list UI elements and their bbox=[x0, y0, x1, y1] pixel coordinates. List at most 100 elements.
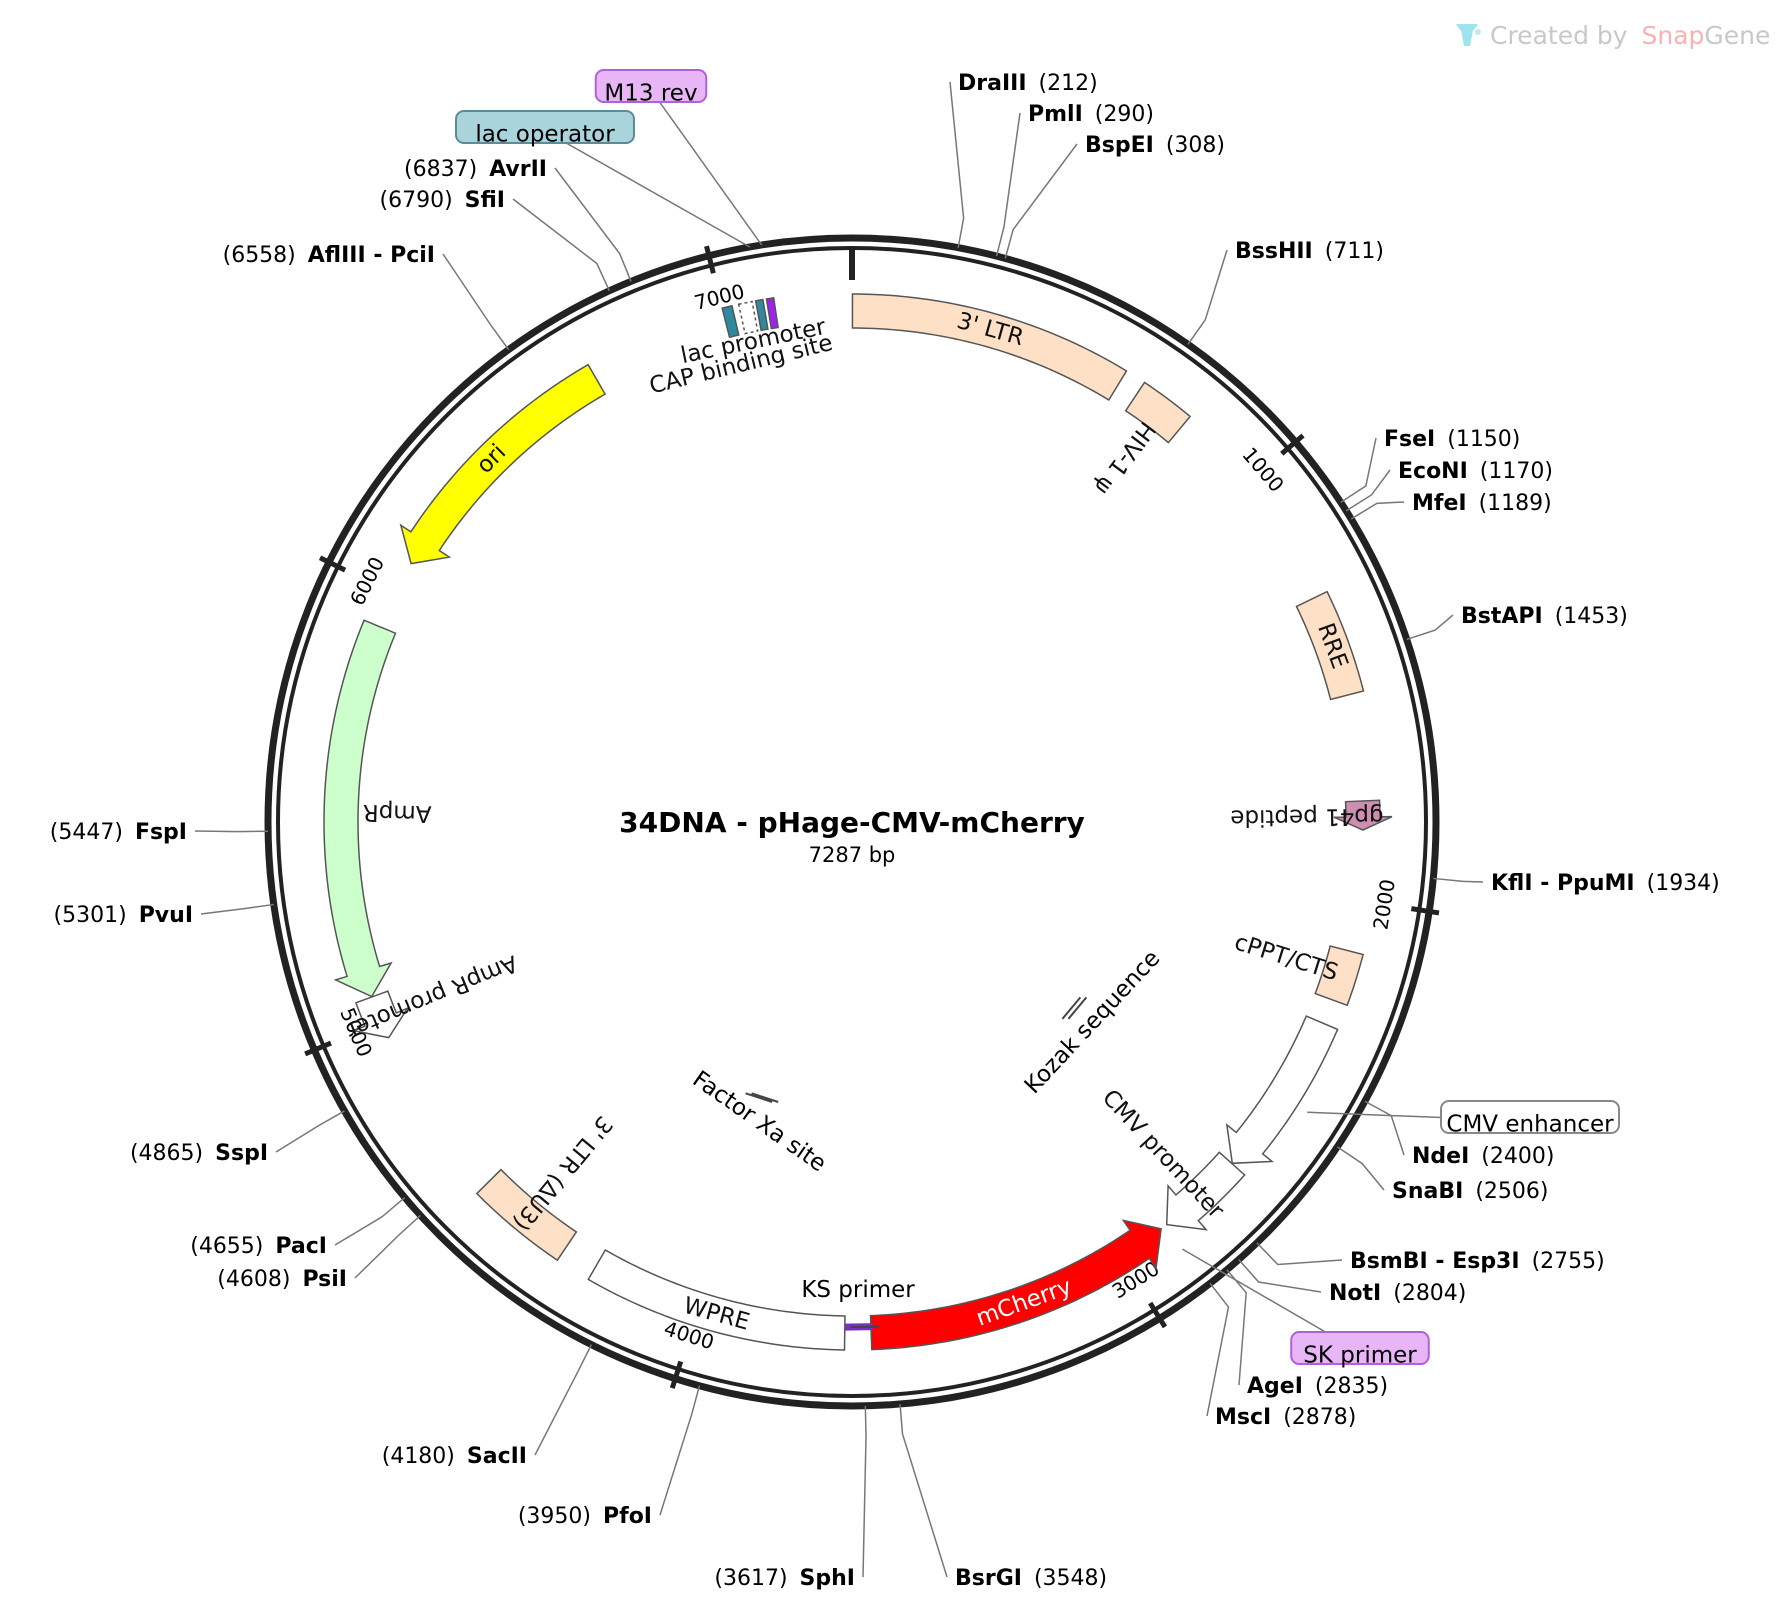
leader-bstapi bbox=[1406, 614, 1454, 641]
feature-gp41-peptide bbox=[1333, 799, 1393, 831]
leader-noti bbox=[1238, 1259, 1322, 1293]
tick-label-6000: 6000 bbox=[345, 553, 389, 609]
tick-6000 bbox=[318, 555, 347, 573]
site-name: PacI bbox=[275, 1234, 327, 1259]
site-name: BspEI bbox=[1085, 133, 1154, 158]
plasmid-length: 7287 bp bbox=[809, 843, 896, 867]
site-name: BstAPI bbox=[1461, 604, 1543, 629]
site-name: SacII bbox=[467, 1444, 527, 1469]
mark-label-ks-primer: KS primer bbox=[801, 1277, 915, 1303]
tick-3000 bbox=[1148, 1301, 1168, 1329]
leader-fsei bbox=[1340, 437, 1377, 503]
site-position: (1170) bbox=[1480, 459, 1553, 484]
site-name: SfiI bbox=[465, 188, 505, 213]
leader-sacii bbox=[534, 1344, 593, 1456]
feature-ampr bbox=[323, 619, 397, 998]
site-name: BsrGI bbox=[955, 1566, 1022, 1591]
site-position: (6837) bbox=[404, 157, 477, 182]
site-position: (2755) bbox=[1532, 1249, 1605, 1274]
box-label-lac-operator: lac operator bbox=[475, 122, 615, 148]
leader-lac-operator bbox=[544, 130, 751, 248]
leader-snabi bbox=[1336, 1146, 1385, 1191]
leader-bsrgi bbox=[899, 1403, 948, 1578]
watermark: Created by SnapGene bbox=[1456, 21, 1770, 50]
site-bsrgi: BsrGI(3548) bbox=[955, 1566, 1107, 1591]
site-snabi: SnaBI (2506) bbox=[1392, 1179, 1548, 1204]
tick-7000 bbox=[704, 245, 716, 274]
box-sk-primer bbox=[1290, 1331, 1430, 1365]
site-pmli: PmlI(290) bbox=[1028, 102, 1154, 127]
leader-bsshii bbox=[1187, 249, 1228, 345]
site-position: (1189) bbox=[1479, 491, 1552, 516]
feature-label-ampr: AmpR bbox=[362, 799, 431, 826]
site-name: NdeI bbox=[1412, 1144, 1469, 1169]
leader-pmli bbox=[995, 112, 1021, 257]
site-position: (2506) bbox=[1475, 1179, 1548, 1204]
feature-label-3-ltr-u3: 3' LTR (ΔU3) bbox=[508, 1111, 618, 1236]
feature-ori bbox=[399, 363, 607, 565]
site-bspei: BspEI (308) bbox=[1085, 133, 1225, 158]
plasmid-title: 34DNA - pHage-CMV-mCherry bbox=[619, 806, 1085, 839]
site-name: FspI bbox=[135, 820, 187, 845]
site-sfii: (6790) SfiI bbox=[380, 188, 506, 213]
restriction-site-labels: DraIII(212)PmlI(290)BspEI(308)BssHII(711… bbox=[50, 71, 1720, 1591]
site-name: MfeI bbox=[1412, 491, 1467, 516]
site-position: (3950) bbox=[518, 1504, 591, 1529]
feature-wpre bbox=[587, 1248, 846, 1351]
leader-bspei bbox=[1004, 143, 1078, 259]
site-econi: EcoNI(1170) bbox=[1398, 459, 1553, 484]
site-position: (6790) bbox=[380, 188, 453, 213]
site-position: (308) bbox=[1166, 133, 1225, 158]
site-name: AgeI bbox=[1247, 1374, 1303, 1399]
leader-mfei bbox=[1350, 501, 1405, 520]
leader-pfoi bbox=[659, 1385, 701, 1516]
feature-hiv-1 bbox=[1124, 381, 1192, 444]
feature-label-cppt-cts: cPPT/CTS bbox=[1231, 929, 1341, 986]
svg-text:Created by SnapGene: Created by SnapGene bbox=[1490, 21, 1770, 50]
site-pfoi: (3950) PfoI bbox=[518, 1504, 652, 1529]
backbone-inner-ring bbox=[276, 246, 1428, 1398]
site-name: KflI - PpuMI bbox=[1491, 871, 1635, 896]
site-position: (1453) bbox=[1555, 604, 1628, 629]
leader-bsmbi-esp3i bbox=[1256, 1242, 1343, 1266]
site-position: (212) bbox=[1039, 71, 1098, 96]
site-name: SnaBI bbox=[1392, 1179, 1463, 1204]
site-paci: (4655)PacI bbox=[190, 1234, 327, 1259]
leader-lines bbox=[194, 81, 1531, 1578]
tick-4000 bbox=[669, 1360, 684, 1389]
site-position: (2878) bbox=[1283, 1405, 1356, 1430]
site-position: (2804) bbox=[1393, 1281, 1466, 1306]
feature-mcherry bbox=[869, 1219, 1162, 1351]
leader-sfii bbox=[512, 198, 611, 292]
site-fspi: (5447)FspI bbox=[50, 820, 187, 845]
site-position: (2400) bbox=[1481, 1144, 1554, 1169]
site-agei: AgeI(2835) bbox=[1247, 1374, 1388, 1399]
feature-3-ltr-u3 bbox=[475, 1168, 578, 1262]
leader-msci bbox=[1206, 1282, 1230, 1417]
box-lac-operator bbox=[455, 110, 635, 144]
box-label-cmv-enhancer: CMV enhancer bbox=[1446, 1112, 1614, 1138]
site-position: (3617) bbox=[714, 1566, 787, 1591]
site-position: (4608) bbox=[217, 1267, 290, 1292]
tick-2000 bbox=[1410, 906, 1440, 916]
site-draiii: DraIII(212) bbox=[958, 71, 1098, 96]
site-pvui: (5301)PvuI bbox=[54, 903, 193, 928]
feature-m13-rev bbox=[765, 296, 779, 330]
box-label-m13-rev: M13 rev bbox=[604, 81, 697, 107]
snapgene-logo-icon bbox=[1456, 24, 1478, 46]
site-name: MscI bbox=[1215, 1405, 1271, 1430]
feature-label-hiv-1: HIV-1 ψ bbox=[1089, 416, 1160, 499]
mark-label-kozak-sequence: Kozak sequence bbox=[1020, 945, 1166, 1099]
site-name: PvuI bbox=[139, 903, 193, 928]
leader-draiii bbox=[949, 81, 965, 248]
site-name: AflIII - PciI bbox=[308, 243, 435, 268]
feature-label-gp41-peptide: gp41 peptide bbox=[1230, 803, 1384, 831]
site-position: (6558) bbox=[223, 243, 296, 268]
site-position: (1934) bbox=[1647, 871, 1720, 896]
site-position: (290) bbox=[1095, 102, 1154, 127]
leader-paci bbox=[334, 1197, 406, 1246]
site-name: PfoI bbox=[603, 1504, 652, 1529]
site-fsei: FseI(1150) bbox=[1384, 427, 1520, 452]
